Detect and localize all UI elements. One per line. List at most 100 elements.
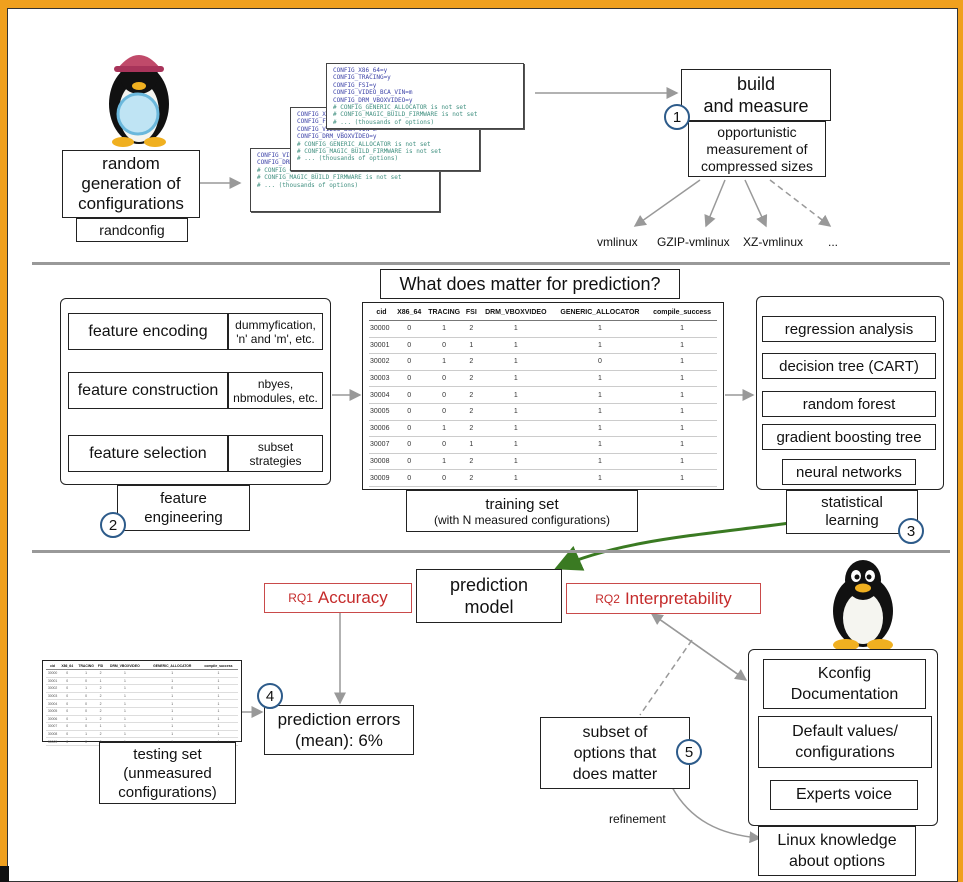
ml-neural-networks: neural networks bbox=[782, 459, 916, 485]
step-3-badge: 3 bbox=[898, 518, 924, 544]
table-header: X86_64 bbox=[59, 663, 76, 670]
rq2-label: Interpretability bbox=[624, 588, 732, 608]
training-cell: 1 bbox=[552, 337, 648, 355]
testing-cell: 2 bbox=[96, 692, 105, 701]
testing-cell: 1 bbox=[198, 692, 238, 701]
testing-cell: 0 bbox=[59, 707, 76, 716]
testing-cell: 30002 bbox=[46, 684, 60, 693]
training-cell: 30001 bbox=[369, 337, 394, 355]
training-cell: 1 bbox=[647, 403, 717, 421]
testing-cell: 30005 bbox=[46, 707, 60, 716]
training-cell: 0 bbox=[393, 453, 425, 471]
training-cell: 30003 bbox=[369, 370, 394, 388]
testing-cell: 1 bbox=[145, 692, 199, 701]
opportunistic-measurement-box: opportunistic measurement of compressed … bbox=[688, 121, 826, 177]
testing-cell: 0 bbox=[145, 684, 199, 693]
step-1-badge: 1 bbox=[664, 104, 690, 130]
training-cell: 2 bbox=[463, 469, 479, 487]
config-line: CONFIG_X86_64=y bbox=[333, 67, 388, 74]
testing-cell: 30004 bbox=[46, 699, 60, 708]
table-header: X86_64 bbox=[393, 307, 425, 321]
testing-cell: 1 bbox=[104, 707, 146, 716]
output-gzip-vmlinux: GZIP-vmlinux bbox=[657, 235, 730, 249]
testing-cell: 1 bbox=[104, 722, 146, 731]
training-cell: 1 bbox=[424, 420, 464, 438]
testing-cell: 0 bbox=[75, 699, 97, 708]
training-cell: 1 bbox=[552, 453, 648, 471]
testing-cell: 30007 bbox=[46, 722, 60, 731]
training-cell: 1 bbox=[478, 469, 553, 487]
testing-cell: 1 bbox=[104, 669, 146, 678]
frame-right-bar bbox=[958, 8, 963, 882]
testing-cell: 2 bbox=[96, 699, 105, 708]
training-cell: 0 bbox=[393, 403, 425, 421]
training-cell: 1 bbox=[647, 436, 717, 454]
testing-cell: 1 bbox=[198, 715, 238, 724]
testing-cell: 1 bbox=[104, 730, 146, 739]
table-header: TRACING bbox=[75, 663, 97, 670]
training-cell: 1 bbox=[647, 453, 717, 471]
config-line: CONFIG_VIDEO_BCA_VIN=m bbox=[333, 89, 413, 97]
testing-cell: 1 bbox=[145, 707, 199, 716]
testing-cell: 1 bbox=[145, 677, 199, 686]
training-cell: 30002 bbox=[369, 353, 394, 371]
testing-cell: 30009 bbox=[46, 737, 60, 746]
frame-top-bar bbox=[0, 0, 963, 8]
training-cell: 1 bbox=[463, 436, 479, 454]
training-cell: 2 bbox=[463, 370, 479, 388]
output-more: ... bbox=[828, 235, 839, 249]
prediction-errors-box: prediction errors (mean): 6% bbox=[264, 705, 414, 755]
testing-cell: 0 bbox=[75, 707, 97, 716]
testing-cell: 1 bbox=[104, 677, 146, 686]
training-cell: 0 bbox=[424, 370, 464, 388]
training-cell: 1 bbox=[424, 453, 464, 471]
rq1-accuracy-box: RQ1 Accuracy bbox=[264, 583, 412, 613]
testing-cell: 1 bbox=[96, 677, 105, 686]
training-cell: 30005 bbox=[369, 403, 394, 421]
testing-cell: 1 bbox=[198, 669, 238, 678]
config-line: # CONFIG_GENERIC_ALLOCATOR is not set bbox=[333, 104, 467, 112]
testing-cell: 0 bbox=[59, 722, 76, 731]
experts-voice-box: Experts voice bbox=[770, 780, 918, 810]
testing-cell: 0 bbox=[75, 737, 97, 746]
training-cell: 30009 bbox=[369, 469, 394, 487]
section-divider-bottom bbox=[32, 550, 950, 553]
testing-cell: 1 bbox=[104, 692, 146, 701]
testing-cell: 1 bbox=[104, 699, 146, 708]
training-cell: 0 bbox=[393, 337, 425, 355]
training-set-subtitle: (with N measured configurations) bbox=[433, 512, 611, 527]
training-cell: 1 bbox=[552, 436, 648, 454]
training-cell: 1 bbox=[478, 370, 553, 388]
feature-selection-box: feature selection bbox=[68, 435, 228, 472]
testing-cell: 1 bbox=[198, 677, 238, 686]
training-cell: 0 bbox=[393, 436, 425, 454]
training-cell: 1 bbox=[552, 370, 648, 388]
training-cell: 1 bbox=[478, 386, 553, 404]
table-header: cid bbox=[46, 663, 60, 670]
testing-cell: 2 bbox=[96, 730, 105, 739]
testing-cell: 0 bbox=[75, 722, 97, 731]
feature-encoding-detail: dummyfication, 'n' and 'm', etc. bbox=[228, 313, 323, 350]
training-cell: 2 bbox=[463, 320, 479, 338]
testing-cell: 2 bbox=[96, 684, 105, 693]
testing-cell: 0 bbox=[59, 677, 76, 686]
config-line: # CONFIG_MAGIC_BUILD_FIRMWARE is not set bbox=[333, 111, 478, 119]
config-line: CONFIG_TRACING=y bbox=[333, 74, 391, 82]
training-cell: 1 bbox=[647, 320, 717, 338]
training-cell: 0 bbox=[393, 353, 425, 371]
ml-random-forest: random forest bbox=[762, 391, 936, 417]
testing-cell: 0 bbox=[75, 692, 97, 701]
ml-gradient-boosting: gradient boosting tree bbox=[762, 424, 936, 450]
tux-explorer-icon bbox=[109, 55, 169, 147]
testing-cell: 1 bbox=[145, 722, 199, 731]
